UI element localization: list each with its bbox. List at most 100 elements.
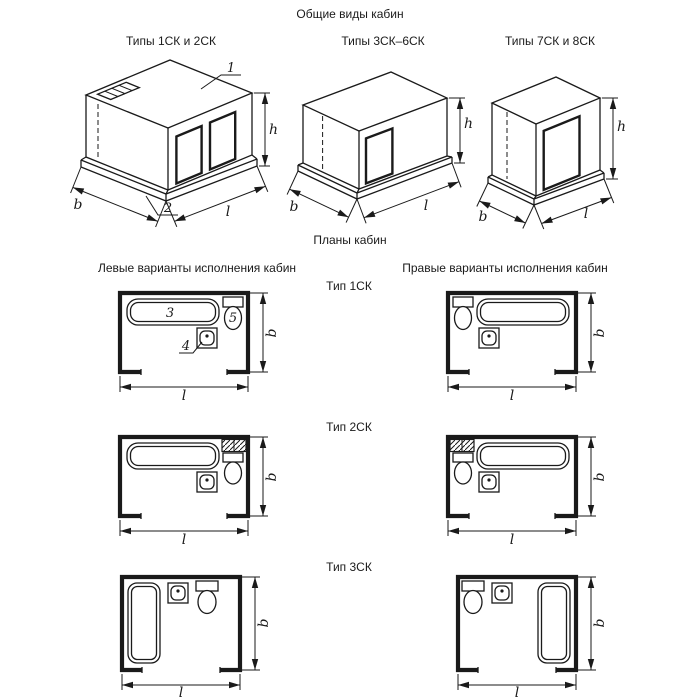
dim-b-plan: b xyxy=(250,292,280,373)
dim-label-b: b xyxy=(290,199,299,215)
cabin-top-face xyxy=(301,71,449,132)
dim-label-h: h xyxy=(464,116,473,132)
shower-tray xyxy=(127,582,161,664)
washbasin xyxy=(478,327,500,349)
column-header-right-variants: Правые варианты исполнения кабин xyxy=(402,261,608,275)
cabin-walls xyxy=(455,574,579,672)
dim-b-view3: b xyxy=(476,182,535,229)
callout-1: 1 xyxy=(227,61,235,76)
washbasin-inner xyxy=(481,330,497,346)
door-jambs xyxy=(141,667,221,673)
door-opening xyxy=(542,114,581,192)
dim-l-plan: l xyxy=(457,674,577,700)
plan-type-label-3sk: Тип 3СК xyxy=(326,560,372,574)
cabin-body-edges xyxy=(85,93,253,191)
view-label-1sk-2sk: Типы 1СК и 2СК xyxy=(126,34,216,48)
dim-label-l: l xyxy=(584,206,588,222)
washbasin-inner xyxy=(481,474,497,490)
shower-tray-inner xyxy=(540,585,568,661)
bathtub xyxy=(476,442,570,470)
bathtub-inner-rim xyxy=(479,301,567,323)
washbasin-inner xyxy=(199,330,215,346)
dim-label-b: b xyxy=(256,618,272,627)
cabin-walls xyxy=(445,290,579,374)
cabin-walls xyxy=(445,434,579,518)
view-label-3sk-6sk: Типы 3СК–6СК xyxy=(341,34,425,48)
dim-b-plan: b xyxy=(578,436,608,517)
toilet-bowl xyxy=(463,589,483,615)
dim-label-h: h xyxy=(617,119,626,135)
section-title-plans: Планы кабин xyxy=(313,233,387,247)
door-opening xyxy=(364,126,394,186)
dim-l-view1: l xyxy=(165,165,269,227)
iso-view-types-3sk-6sk: h b l xyxy=(286,71,473,224)
toilet-cistern xyxy=(452,452,474,463)
door-jambs xyxy=(477,667,557,673)
dim-b-plan: b xyxy=(578,292,608,373)
cabin-walls xyxy=(119,574,243,672)
door-opening-1 xyxy=(175,124,203,186)
iso-view-types-7sk-8sk: h b l xyxy=(476,76,626,230)
dim-h-view3: h xyxy=(602,97,626,180)
cabin-walls xyxy=(117,434,251,518)
washbasin-drain xyxy=(176,589,180,593)
cabin-body-edges xyxy=(491,98,601,197)
dim-b-plan: b xyxy=(578,576,608,671)
bathtub-inner-rim xyxy=(129,445,217,467)
dim-label-b: b xyxy=(264,328,280,337)
dim-b-plan: b xyxy=(250,436,280,517)
dim-label-b: b xyxy=(592,472,608,481)
callout-2: 2 xyxy=(163,201,172,216)
dim-l-plan: l xyxy=(121,674,241,700)
plan-2sk-right-variant: l b xyxy=(445,434,608,548)
dim-label-l: l xyxy=(510,388,514,404)
washbasin-inner xyxy=(170,585,186,601)
dim-l-view3: l xyxy=(533,178,615,230)
dim-l-plan: l xyxy=(447,520,577,548)
vent-block xyxy=(95,81,142,101)
column-header-left-variants: Левые варианты исполнения кабин xyxy=(97,261,297,275)
dim-label-h: h xyxy=(269,122,278,138)
washbasin xyxy=(196,471,218,493)
plan-3sk-left-variant: l b xyxy=(119,574,272,700)
toilet-bowl xyxy=(223,461,243,485)
door-jambs xyxy=(468,369,556,375)
toilet-bowl xyxy=(453,305,473,331)
dim-label-l: l xyxy=(515,685,519,700)
shower-tray xyxy=(537,582,571,664)
shower-tray-inner xyxy=(130,585,158,661)
toilet-cistern xyxy=(222,296,244,308)
washbasin-inner xyxy=(494,585,510,601)
dim-label-b: b xyxy=(74,197,83,213)
dim-label-l: l xyxy=(182,388,186,404)
plan-2sk-left-variant: l b xyxy=(117,434,280,548)
dim-l-plan: l xyxy=(119,376,249,404)
toilet-bowl xyxy=(453,461,473,485)
dim-b-view2: b xyxy=(286,170,358,223)
washbasin-drain xyxy=(487,334,491,338)
dim-label-b: b xyxy=(479,209,488,225)
plan-1sk-left-variant: 3 5 4 l b xyxy=(117,290,280,404)
dim-label-l: l xyxy=(510,532,514,548)
plan-3sk-right-variant: l b xyxy=(455,574,608,700)
washbasin xyxy=(167,582,189,604)
washbasin xyxy=(478,471,500,493)
toilet-cistern xyxy=(461,580,485,592)
door-jambs xyxy=(140,513,228,519)
iso-view-types-1sk-2sk: 1 2 h b l xyxy=(70,59,278,228)
callout-3: 3 xyxy=(166,306,174,321)
dim-label-l: l xyxy=(182,532,186,548)
cabin-walls xyxy=(117,290,251,374)
dim-label-l: l xyxy=(226,204,230,220)
plan-type-label-1sk: Тип 1СК xyxy=(326,279,372,293)
dim-label-l: l xyxy=(424,198,428,214)
callout-4-leader: 4 xyxy=(179,339,203,354)
cabin-top-face xyxy=(490,76,602,125)
dim-label-l: l xyxy=(179,685,183,700)
section-title-general-views: Общие виды кабин xyxy=(296,7,404,21)
washbasin-drain xyxy=(500,589,504,593)
cabin-body-edges xyxy=(302,98,448,190)
toilet-cistern xyxy=(452,296,474,308)
